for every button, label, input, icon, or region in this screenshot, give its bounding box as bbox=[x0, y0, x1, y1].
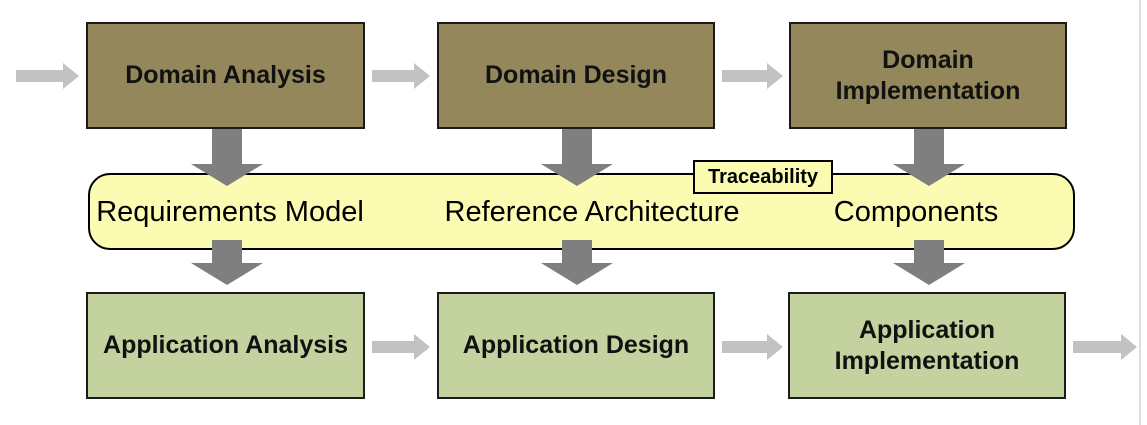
down-arrow-domain-design-icon bbox=[541, 129, 613, 186]
arrow-head bbox=[767, 63, 783, 89]
input-arrow-icon bbox=[16, 63, 79, 89]
arrow-shaft bbox=[1073, 341, 1121, 353]
top-flow-arrow-1-icon bbox=[372, 63, 430, 89]
arrow-shaft bbox=[722, 70, 767, 82]
down-arrow-requirements-icon bbox=[191, 240, 263, 285]
arrow-head bbox=[541, 263, 613, 285]
bottom-flow-arrow-2-icon bbox=[722, 334, 783, 360]
arrow-shaft bbox=[914, 129, 944, 164]
arrow-head bbox=[767, 334, 783, 360]
arrow-shaft bbox=[372, 341, 414, 353]
box-label: Application Analysis bbox=[103, 331, 348, 359]
reference-architecture-label: Reference Architecture bbox=[444, 196, 740, 228]
output-arrow-icon bbox=[1073, 334, 1137, 360]
traceability-tag: Traceability bbox=[693, 160, 833, 194]
arrow-head bbox=[1121, 334, 1137, 360]
components-label: Components bbox=[833, 196, 999, 228]
arrow-head bbox=[191, 164, 263, 186]
box-label: Domain Analysis bbox=[125, 61, 326, 89]
arrow-head bbox=[414, 63, 430, 89]
page-edge-line bbox=[1139, 0, 1141, 425]
arrow-shaft bbox=[914, 240, 944, 263]
domain-analysis-box: Domain Analysis bbox=[86, 22, 365, 129]
box-label: Domain Design bbox=[485, 61, 667, 89]
top-flow-arrow-2-icon bbox=[722, 63, 783, 89]
bottom-flow-arrow-1-icon bbox=[372, 334, 430, 360]
domain-implementation-box: Domain Implementation bbox=[789, 22, 1067, 129]
box-label: Domain Implementation bbox=[835, 45, 1021, 105]
application-implementation-box: Application Implementation bbox=[788, 292, 1066, 399]
arrow-head bbox=[893, 263, 965, 285]
down-arrow-architecture-icon bbox=[541, 240, 613, 285]
arrow-shaft bbox=[722, 341, 767, 353]
down-arrow-components-icon bbox=[893, 240, 965, 285]
requirements-model-label: Requirements Model bbox=[96, 196, 364, 228]
arrow-shaft bbox=[16, 70, 63, 82]
arrow-shaft bbox=[562, 240, 592, 263]
down-arrow-domain-implementation-icon bbox=[893, 129, 965, 186]
arrow-shaft bbox=[562, 129, 592, 164]
arrow-head bbox=[191, 263, 263, 285]
domain-design-box: Domain Design bbox=[437, 22, 715, 129]
arrow-head bbox=[541, 164, 613, 186]
arrow-shaft bbox=[212, 129, 242, 164]
arrow-head bbox=[893, 164, 965, 186]
arrow-head bbox=[414, 334, 430, 360]
arrow-shaft bbox=[372, 70, 414, 82]
box-label: Application Design bbox=[462, 331, 690, 359]
arrow-head bbox=[63, 63, 79, 89]
arrow-shaft bbox=[212, 240, 242, 263]
box-label: Application Implementation bbox=[834, 315, 1020, 375]
application-analysis-box: Application Analysis bbox=[86, 292, 365, 399]
traceability-label: Traceability bbox=[707, 165, 819, 188]
down-arrow-domain-analysis-icon bbox=[191, 129, 263, 186]
application-design-box: Application Design bbox=[437, 292, 715, 399]
